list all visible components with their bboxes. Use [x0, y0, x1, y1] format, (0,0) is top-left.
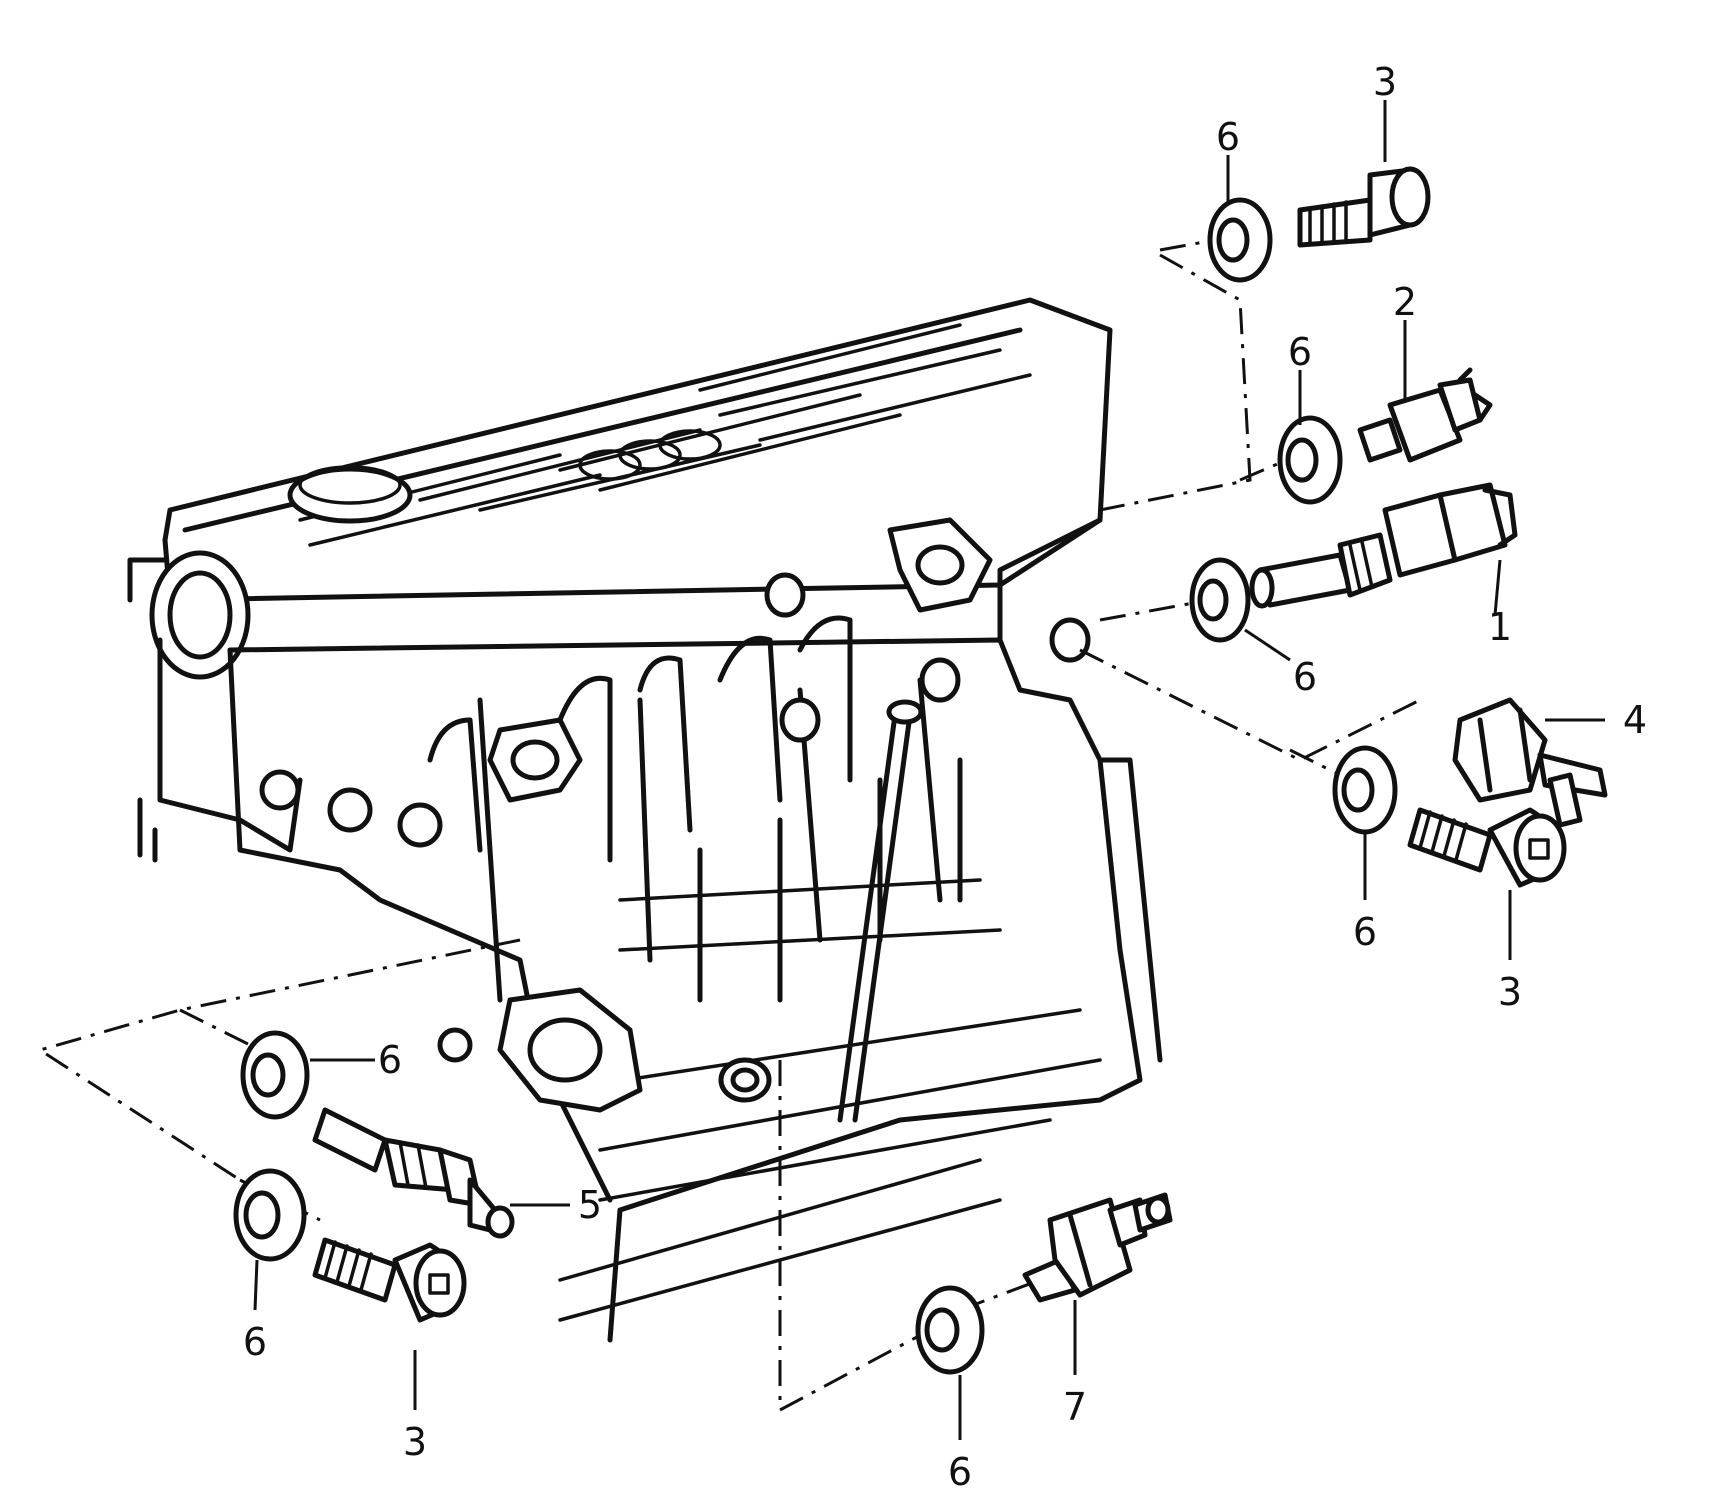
callout-6-second: 6 — [1288, 330, 1312, 374]
callout-5: 5 — [578, 1183, 602, 1227]
temperature-sender-1 — [1249, 482, 1518, 609]
callout-3-left: 3 — [403, 1420, 427, 1464]
bolt-left — [312, 1237, 467, 1323]
callout-6-right: 6 — [1353, 910, 1377, 954]
oil-pressure-switch-2 — [1357, 367, 1493, 463]
callout-3-top: 3 — [1373, 60, 1397, 104]
callout-1: 1 — [1488, 605, 1512, 649]
oil-pressure-switch-7 — [1022, 1192, 1173, 1303]
sealing-washer-2 — [1277, 415, 1343, 505]
callout-6-third: 6 — [1293, 655, 1317, 699]
bolt-right — [1407, 807, 1567, 888]
callout-6-top: 6 — [1216, 115, 1240, 159]
sealing-washer-top — [1207, 197, 1273, 283]
callout-3-right: 3 — [1498, 970, 1522, 1014]
sealing-washer-3 — [1189, 557, 1251, 643]
temperature-sender-5 — [312, 1107, 515, 1239]
bolt-top — [1297, 166, 1431, 248]
callout-6-left-upper: 6 — [378, 1038, 402, 1082]
sealing-washer-6 — [233, 1168, 307, 1262]
callout-7: 7 — [1063, 1385, 1087, 1429]
pressure-switch-4 — [1452, 697, 1608, 828]
sealing-washer-4 — [1332, 745, 1398, 835]
sealing-washer-5 — [240, 1030, 310, 1120]
callout-6-bottom: 6 — [948, 1450, 972, 1494]
engine-block — [127, 297, 1163, 1343]
callout-6-left-lower: 6 — [243, 1320, 267, 1364]
callout-leaders — [253, 100, 1605, 1440]
callout-labels: 1 2 3 3 3 4 5 6 6 6 6 6 6 6 7 — [243, 60, 1647, 1494]
callout-2: 2 — [1393, 280, 1417, 324]
callout-4: 4 — [1623, 698, 1647, 742]
sealing-washer-7 — [915, 1285, 985, 1375]
